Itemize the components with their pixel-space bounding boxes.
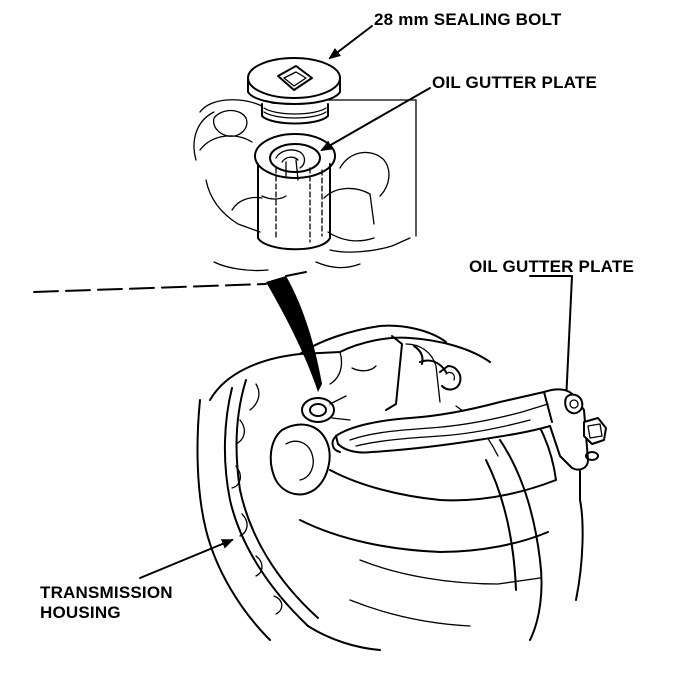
oil-gutter-plate-label-right: OIL GUTTER PLATE	[469, 257, 635, 276]
transmission-housing-label: TRANSMISSION HOUSING	[40, 583, 173, 622]
oil-gutter-plate-label-top: OIL GUTTER PLATE	[432, 73, 598, 92]
right-plate-leader-arrow	[529, 275, 573, 404]
bolt-leader-arrow	[328, 25, 373, 60]
detail-inset	[193, 99, 417, 272]
detail-callout	[33, 271, 322, 392]
housing-leader-arrow	[139, 539, 234, 579]
leader-arrows	[139, 25, 573, 579]
top-plate-leader-arrow	[320, 87, 431, 151]
housing-label-line2: HOUSING	[40, 602, 121, 622]
sealing-bolt-label: 28 mm SEALING BOLT	[374, 10, 562, 29]
housing-label-line1: TRANSMISSION	[40, 583, 173, 602]
sealing-bolt-icon	[247, 57, 341, 125]
oil-gutter-plate-part	[331, 388, 607, 471]
bolt-hole-boss	[254, 133, 336, 251]
transmission-housing	[196, 324, 584, 651]
